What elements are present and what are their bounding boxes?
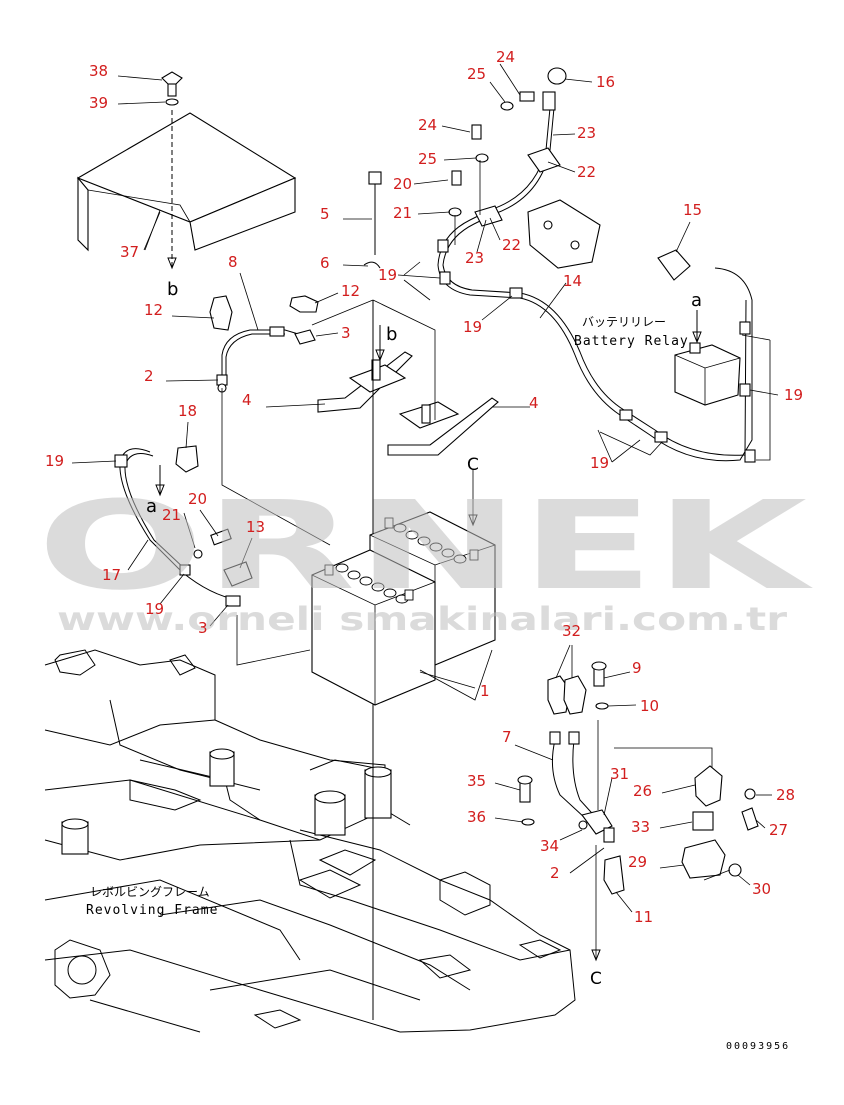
callout-1: 1 [480,682,490,700]
callout-13: 13 [246,518,265,536]
callout-19-far-left: 19 [45,452,64,470]
callout-16: 16 [596,73,615,91]
callout-23-mid: 23 [465,249,484,267]
callout-10: 10 [640,697,659,715]
callout-24-top: 24 [496,48,515,66]
text-labels: バッテリリレー Battery Relay レボルビングフレーム Revolvi… [86,315,790,1052]
callout-4-right: 4 [529,394,539,412]
callout-21-top: 21 [393,204,412,222]
callout-12-right: 12 [341,282,360,300]
callout-14: 14 [563,272,582,290]
callout-29: 29 [628,853,647,871]
callout-9: 9 [632,659,642,677]
callout-20-top: 20 [393,175,412,193]
callout-21-left: 21 [162,506,181,524]
battery-relay-label-jp: バッテリリレー [582,315,666,329]
battery-relay [674,310,741,406]
callout-33: 33 [631,818,650,836]
callout-15: 15 [683,201,702,219]
view-letter-c-upper: C [467,455,479,475]
callout-39: 39 [89,94,108,112]
revolving-frame-label-jp: レボルビングフレーム [90,885,210,899]
revolving-frame-drawing [44,649,576,1033]
callout-2-left: 2 [144,367,154,385]
callout-numbers: 38 39 37 5 6 8 12 12 3 2 4 4 18 19 21 20… [45,48,803,926]
callout-37: 37 [120,243,139,261]
callout-2-right: 2 [550,864,560,882]
leader-lines [71,63,779,913]
battery-cover [76,71,297,270]
view-letter-b-lower: b [386,324,397,345]
view-letter-a-upper: a [691,290,702,311]
callout-11: 11 [634,908,653,926]
callout-6: 6 [320,254,330,272]
callout-12-left: 12 [144,301,163,319]
callout-36: 36 [467,808,486,826]
view-letter-b-upper: b [167,279,178,300]
callout-4-left: 4 [242,391,252,409]
callout-19-lower-left: 19 [145,600,164,618]
callout-25-mid: 25 [418,150,437,168]
callout-34: 34 [540,837,559,855]
callout-23-top: 23 [577,124,596,142]
ground-cable-8 [209,295,331,546]
callout-22-top: 22 [577,163,596,181]
callout-19-relay-lower: 19 [590,454,609,472]
callout-19-mid: 19 [463,318,482,336]
callout-32: 32 [562,622,581,640]
callout-35: 35 [467,772,486,790]
battery-holders [311,171,499,1020]
revolving-frame-label-en: Revolving Frame [86,903,218,918]
view-letter-a-lower: a [146,496,157,517]
watermark: ORNEK www.orneli smakinalari.com.tr [37,475,814,638]
lower-right-parts [517,661,759,962]
direction-letters: b b a a C C [146,279,702,989]
callout-5: 5 [320,205,330,223]
battery-relay-label-en: Battery Relay [574,334,689,349]
batteries [236,470,496,706]
cable-17 [114,445,253,607]
callout-30: 30 [752,880,771,898]
cable-14 [437,67,756,463]
callout-22-mid: 22 [502,236,521,254]
callout-8: 8 [228,253,238,271]
callout-3-upper: 3 [341,324,351,342]
callout-25-top: 25 [467,65,486,83]
callout-18: 18 [178,402,197,420]
callout-19-top: 19 [378,266,397,284]
view-letter-c-lower: C [590,969,602,989]
callout-7: 7 [502,728,512,746]
callout-3-lower: 3 [198,619,208,637]
callout-31: 31 [610,765,629,783]
callout-19-right: 19 [784,386,803,404]
callout-38: 38 [89,62,108,80]
callout-20-left: 20 [188,490,207,508]
callout-24-mid: 24 [418,116,437,134]
callout-28: 28 [776,786,795,804]
callout-17: 17 [102,566,121,584]
watermark-url: www.orneli smakinalari.com.tr [57,600,787,638]
callout-27: 27 [769,821,788,839]
drawing-number: 00093956 [726,1041,790,1052]
callout-26: 26 [633,782,652,800]
watermark-brand: ORNEK [37,475,814,617]
